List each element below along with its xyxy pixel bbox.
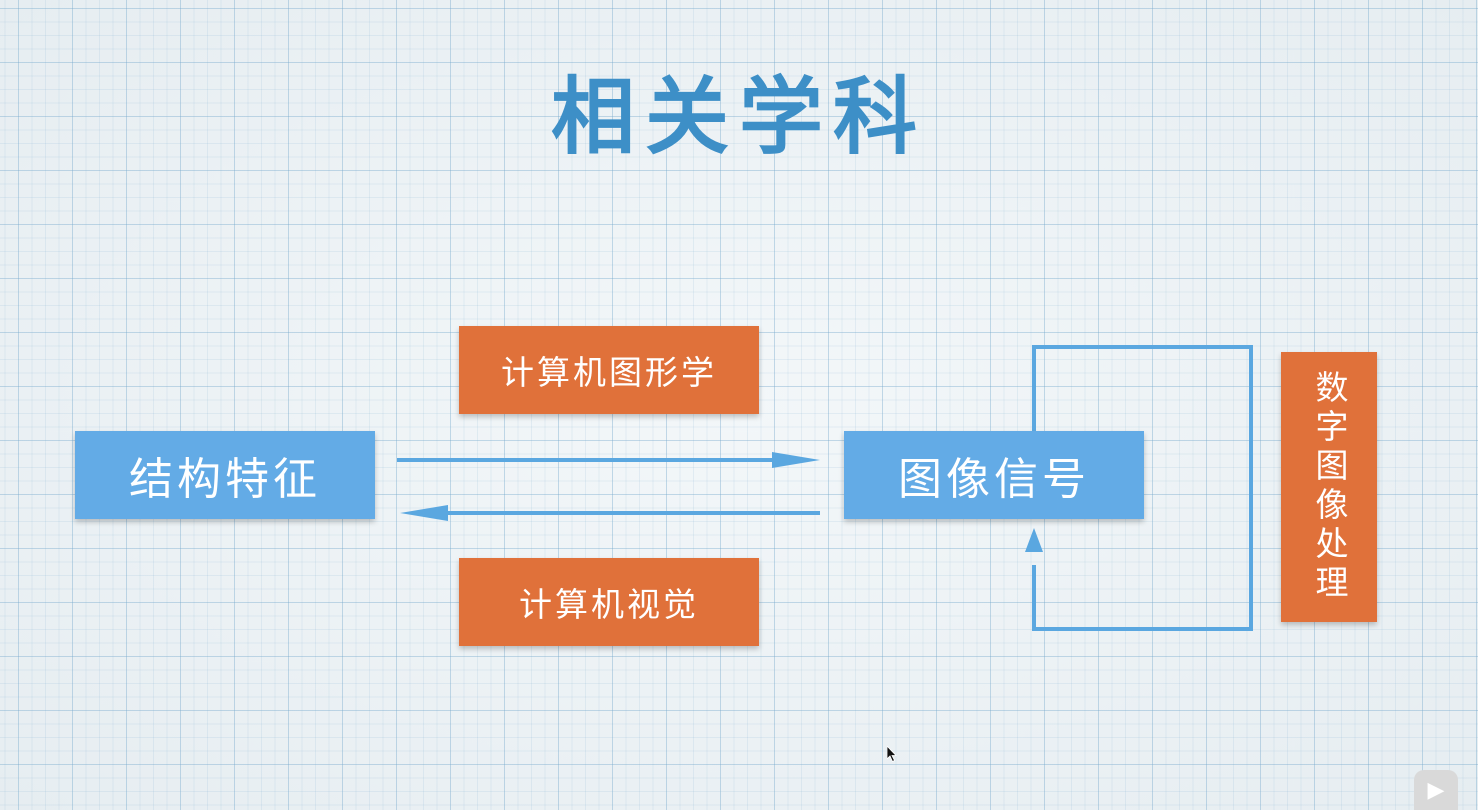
mouse-cursor-icon [887,746,897,762]
play-icon: ▶ [1427,777,1445,803]
arrow-image-to-structure [400,505,820,521]
arrow-image-processing-loop [1025,345,1253,631]
node-computer-vision: 计算机视觉 [459,558,759,646]
node-computer-graphics: 计算机图形学 [459,326,759,414]
node-digital-image-processing: 数字图像处理 [1281,352,1377,622]
slide-title: 相关学科 [550,67,927,166]
video-play-button[interactable]: ▶ [1414,770,1458,810]
arrow-structure-to-image [397,452,820,468]
node-structural-features: 结构特征 [75,431,375,519]
node-image-signal: 图像信号 [844,431,1144,519]
